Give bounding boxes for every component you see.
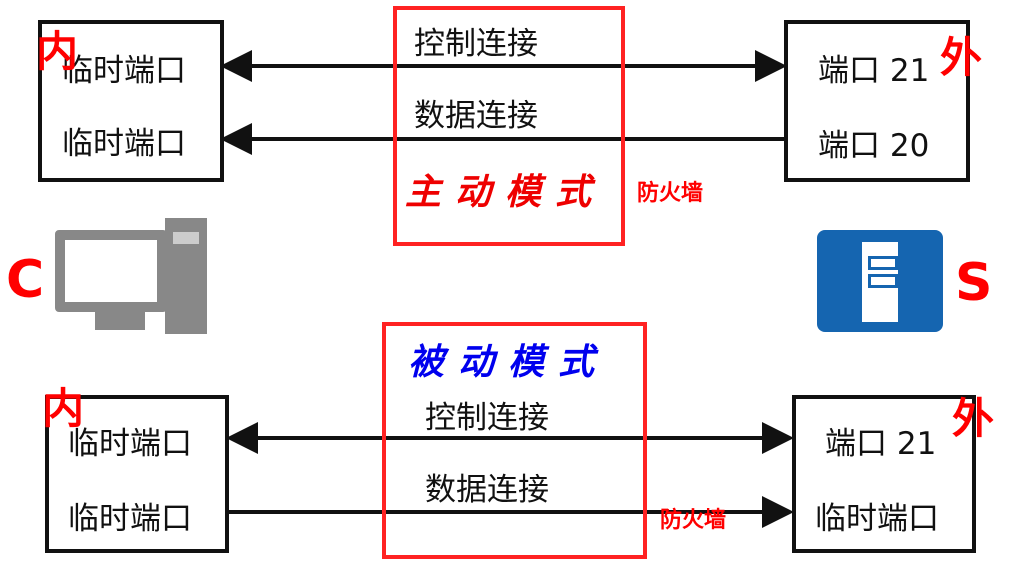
active-server-port-21: 端口 21 — [818, 53, 930, 89]
active-server-box — [784, 20, 970, 182]
active-mode-title: 主动模式 — [405, 171, 606, 213]
server-icon — [817, 230, 943, 332]
passive-outer-label: 外 — [952, 394, 995, 443]
client-label: C — [6, 250, 45, 310]
passive-server-port-21: 端口 21 — [825, 426, 937, 462]
passive-server-box — [792, 395, 976, 553]
passive-client-port-2: 临时端口 — [68, 501, 192, 537]
passive-firewall-label: 防火墙 — [660, 508, 727, 533]
passive-inner-label: 内 — [42, 384, 85, 433]
passive-data-label: 数据连接 — [425, 472, 549, 508]
active-data-label: 数据连接 — [414, 98, 538, 134]
passive-client-box — [45, 395, 229, 553]
passive-firewall-box — [382, 322, 647, 559]
active-firewall-box — [393, 6, 625, 246]
active-control-label: 控制连接 — [414, 26, 538, 62]
active-client-port-2: 临时端口 — [62, 126, 186, 162]
active-firewall-label: 防火墙 — [637, 181, 704, 206]
active-server-port-20: 端口 20 — [818, 128, 930, 164]
passive-server-temp-port: 临时端口 — [815, 501, 939, 537]
server-label: S — [955, 253, 993, 313]
passive-client-port-1: 临时端口 — [68, 426, 192, 462]
passive-control-label: 控制连接 — [425, 400, 549, 436]
active-client-port-1: 临时端口 — [62, 53, 186, 89]
active-outer-label: 外 — [940, 33, 983, 82]
computer-icon — [55, 218, 207, 334]
passive-mode-title: 被动模式 — [408, 341, 609, 383]
active-inner-label: 内 — [36, 27, 79, 76]
active-client-box — [38, 20, 224, 182]
